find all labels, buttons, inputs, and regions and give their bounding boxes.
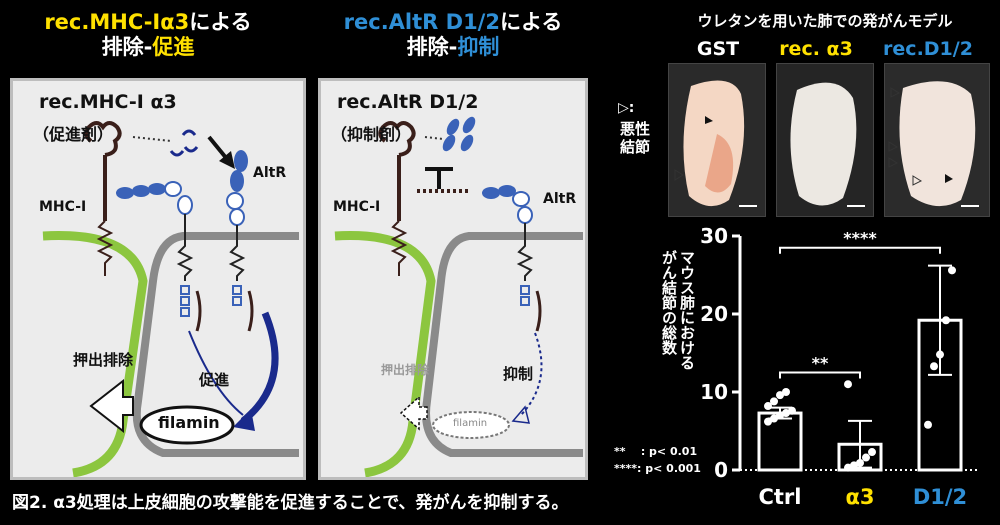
middle-agent-label: （抑制剤） — [331, 125, 412, 144]
data-point — [868, 448, 876, 457]
nodule-legend-symbol: ▷: — [618, 100, 635, 116]
figure-caption: 図2. α3処理は上皮細胞の攻撃能を促進することで、発がんを抑制する。 — [12, 493, 569, 513]
middle-title: rec.AltR D1/2による 排除-抑制 — [318, 10, 588, 60]
middle-title-line2a: 排除- — [406, 35, 458, 59]
data-point — [936, 350, 944, 359]
sig-label-0: ** — [812, 354, 829, 373]
photo-d12 — [884, 63, 990, 217]
y-tick-label: 20 — [700, 302, 728, 326]
data-point — [850, 461, 858, 470]
data-point — [862, 453, 870, 462]
photo-label-d12: rec.D1/2 — [883, 38, 973, 60]
middle-expel-label: 押出排除 — [381, 363, 430, 377]
data-point — [770, 397, 778, 406]
left-gray-membrane — [132, 232, 299, 457]
sig-bracket-1 — [779, 246, 941, 254]
left-altr-label: AltR — [253, 165, 287, 181]
data-point — [782, 409, 790, 418]
left-filamin-label: filamin — [158, 413, 220, 432]
data-point — [770, 414, 778, 423]
middle-altr-label: AltR — [543, 191, 577, 207]
y-tick-label: 10 — [700, 380, 728, 404]
left-green-membrane — [42, 231, 148, 477]
left-mhc-loops — [84, 121, 122, 157]
left-title: rec.MHC-Iα3による 排除-促進 — [18, 10, 278, 60]
data-point — [856, 458, 864, 467]
left-title-prefix: rec.MHC-Iα3 — [44, 10, 190, 34]
data-point — [782, 388, 790, 396]
left-mhc-label: MHC-I — [39, 199, 87, 215]
left-expel-label: 押出排除 — [73, 351, 134, 369]
photo-label-a3: rec. α3 — [779, 38, 853, 60]
sig-legend-1: ** : p< 0.01 — [614, 445, 698, 458]
left-filamin-ellipse — [139, 405, 235, 445]
middle-panel-title: rec.AltR D1/2 — [337, 91, 479, 113]
x-tick-label-1: α3 — [845, 485, 874, 509]
data-point — [924, 420, 932, 429]
sig-bracket-0 — [779, 371, 861, 379]
left-panel-title: rec.MHC-I α3 — [39, 91, 177, 113]
data-point — [844, 463, 852, 472]
nodule-legend-text: 悪性結節 — [620, 120, 651, 156]
data-point — [788, 406, 796, 415]
data-point — [776, 411, 784, 420]
data-point — [764, 417, 772, 426]
x-tick-label-2: D1/2 — [913, 485, 967, 509]
middle-diagram — [334, 116, 583, 477]
sig-legend-2: ****: p< 0.001 — [614, 462, 701, 475]
data-point — [930, 362, 938, 371]
chart-ylabel: マウス肺における がん結節の総数 — [660, 250, 696, 370]
left-title-suffix: による — [189, 10, 252, 34]
middle-panel: rec.AltR D1/2 （抑制剤） MHC-I AltR 押出排除 抑制 f… — [318, 78, 588, 480]
left-panel: rec.MHC-I α3 （促進剤） MHC-I AltR 押出排除 促進 fi… — [10, 78, 306, 480]
photo-a3 — [776, 63, 874, 217]
data-point — [776, 391, 784, 400]
left-title-line2a: 排除- — [101, 35, 153, 59]
data-point — [844, 380, 852, 389]
left-promote-label: 促進 — [199, 371, 230, 389]
photo-label-gst: GST — [696, 38, 740, 60]
middle-title-prefix: rec.AltR D1/2 — [343, 10, 500, 34]
left-agent-label: （促進剤） — [33, 125, 114, 144]
x-tick-label-0: Ctrl — [758, 485, 801, 509]
y-tick-label: 30 — [700, 224, 728, 248]
left-title-line2b: 促進 — [152, 35, 195, 59]
middle-filamin-label: filamin — [453, 418, 488, 429]
middle-title-line2b: 抑制 — [457, 35, 500, 59]
data-point — [948, 266, 956, 275]
photos-heading: ウレタンを用いた肺での発がんモデル — [697, 12, 953, 30]
middle-title-suffix: による — [499, 10, 563, 34]
middle-inhibit-label: 抑制 — [503, 365, 534, 383]
data-point — [764, 402, 772, 411]
data-point — [942, 316, 950, 325]
y-tick-label: 0 — [714, 458, 728, 482]
photo-gst — [668, 63, 766, 217]
middle-mhc-label: MHC-I — [333, 199, 381, 215]
left-diagram — [42, 121, 299, 477]
sig-label-1: **** — [843, 229, 877, 248]
